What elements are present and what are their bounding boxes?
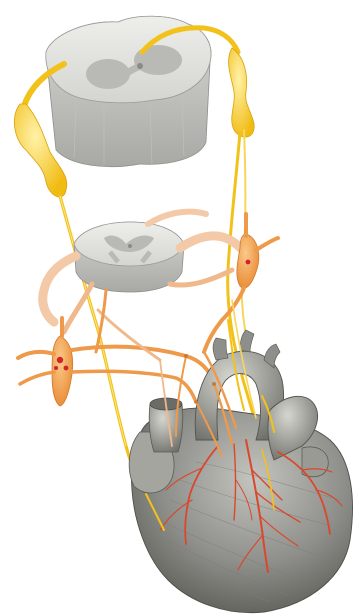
top-ramus — [148, 212, 206, 224]
right-dorsal-root-ganglion — [229, 48, 255, 137]
left-common-carotid — [240, 330, 254, 352]
cardiac-nerve-left-upper — [72, 347, 214, 384]
left-chain-left-branch — [18, 352, 54, 358]
right-chain-branch-right — [256, 238, 278, 250]
cardiac-nerve-left-lower — [72, 371, 196, 402]
cardiac-nerve-cross — [98, 310, 160, 360]
heart — [129, 330, 352, 613]
left-ramus-upper — [43, 256, 76, 322]
lower-spinal-cord-segment — [74, 222, 184, 292]
upper-spinal-cord-segment — [46, 16, 211, 166]
left-ramus-lower — [64, 284, 92, 332]
left-chain-bottom-left — [20, 372, 54, 384]
brachiocephalic-trunk — [213, 338, 228, 360]
